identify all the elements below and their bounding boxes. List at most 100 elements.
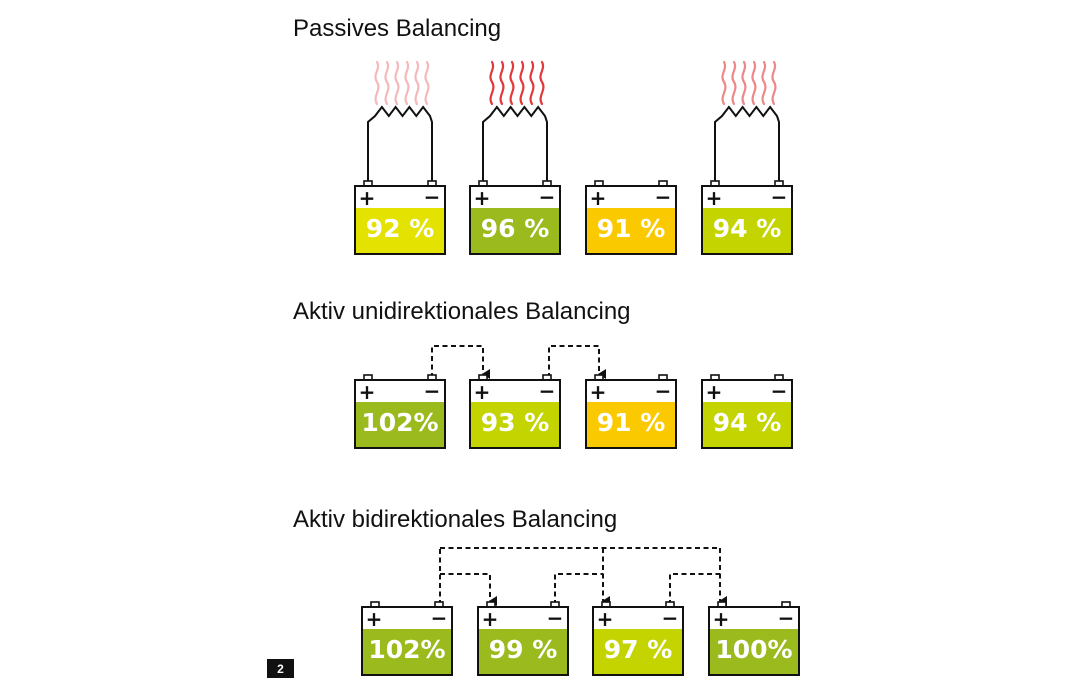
charge-label: 92 % [366,214,435,243]
charge-label: 99 % [489,635,558,664]
heat-wave [721,60,727,106]
transfer-arrow-1-to-2 [431,345,490,379]
cell-outline [701,185,793,255]
charge-label: 94 % [713,408,782,437]
charge-label: 102% [368,635,445,664]
battery-cell: + − 94 % [701,180,793,255]
cell-outline [469,185,561,255]
riser-cell-2-to-3 [554,573,603,605]
heat-wave [394,60,400,106]
minus-sign: − [655,185,672,209]
charge-fill [586,208,676,254]
minus-sign: − [539,379,556,403]
battery-cell: +−102% [354,374,446,449]
charge-fill [709,629,799,675]
passive-cells-row: + − 92 % + − 96 % + − 91 % + − 94 % [354,180,793,255]
riser-cell-3-to-4 [669,573,720,605]
cell-outline [361,606,453,676]
heat-wave [424,60,430,106]
plus-sign: + [482,607,499,631]
figure-number-badge: 2 [267,659,294,678]
battery-cell: + − 91 % [585,180,677,255]
cell-outline [469,379,561,449]
minus-sign: − [431,606,448,630]
plus-sign: + [366,607,383,631]
heat-wave [414,60,420,106]
charge-label: 96 % [481,214,550,243]
cell-outline [354,185,446,255]
battery-cell: + − 94 % [701,374,793,449]
battery-cell: + − 93 % [469,374,561,449]
minus-sign: − [771,379,788,403]
bidirectional-cells-row: + − 102% + − 99 % + − 97 % + − 100% [361,601,800,676]
plus-sign: + [590,186,607,210]
heat-wave [519,60,525,106]
heat-wave [529,60,535,106]
resistor-circuit [367,105,433,181]
resistor-circuit [714,105,780,181]
resistor-circuit [482,105,548,181]
charge-fill [355,208,445,254]
cell-outline [585,185,677,255]
heat-wave [489,60,495,106]
cell-outline [477,606,569,676]
heat-wave [384,60,390,106]
charge-fill [470,208,560,254]
charge-label: 91 % [597,214,666,243]
charge-fill [470,402,560,448]
plus-sign: + [359,380,376,404]
figure-number: 2 [277,662,284,676]
cell-outline [585,379,677,449]
charge-fill [702,208,792,254]
charge-fill [702,402,792,448]
section-title-bidirectional: Aktiv bidirektionales Balancing [293,506,617,533]
heat-wave [374,60,380,106]
charge-fill [586,402,676,448]
heat-wave [771,60,777,106]
passive-heat-layer [374,60,777,106]
charge-label: 102% [361,408,438,437]
cell-outline [592,606,684,676]
charge-label: 94 % [713,214,782,243]
heat-waves-icon [489,60,545,106]
battery-cell: + − 102% [361,601,453,676]
cell-outline [354,379,446,449]
battery-cell: + − 100% [708,601,800,676]
second-bus-line [440,573,497,606]
minus-sign: − [655,379,672,403]
passive-resistor-circuits [367,105,780,181]
battery-cell: +−92 % [354,180,446,255]
bidirectional-transfer-network [439,547,727,606]
heat-wave [731,60,737,106]
battery-cell: + − 91 % [585,374,677,449]
section-title-unidirectional: Aktiv unidirektionales Balancing [293,298,631,325]
minus-sign: − [424,185,441,209]
heat-wave [741,60,747,106]
plus-sign: + [474,380,491,404]
heat-wave [539,60,545,106]
charge-fill [362,629,452,675]
minus-sign: − [771,185,788,209]
plus-sign: + [706,186,723,210]
heat-wave [751,60,757,106]
unidirectional-cells-row: +−102% + − 93 % + − 91 % + − 94 % [354,374,793,449]
minus-sign: − [778,606,795,630]
charge-fill [593,629,683,675]
plus-sign: + [590,380,607,404]
charge-label: 97 % [604,635,673,664]
heat-wave [509,60,515,106]
minus-sign: − [662,606,679,630]
minus-sign: − [547,606,564,630]
cell-outline [708,606,800,676]
charge-label: 91 % [597,408,666,437]
charge-label: 100% [715,635,792,664]
battery-cell: + − 99 % [477,601,569,676]
plus-sign: + [706,380,723,404]
minus-sign: − [539,185,556,209]
battery-cell: +−96 % [469,180,561,255]
heat-wave [404,60,410,106]
charge-label: 93 % [481,408,550,437]
plus-sign: + [713,607,730,631]
cell-outline [701,379,793,449]
